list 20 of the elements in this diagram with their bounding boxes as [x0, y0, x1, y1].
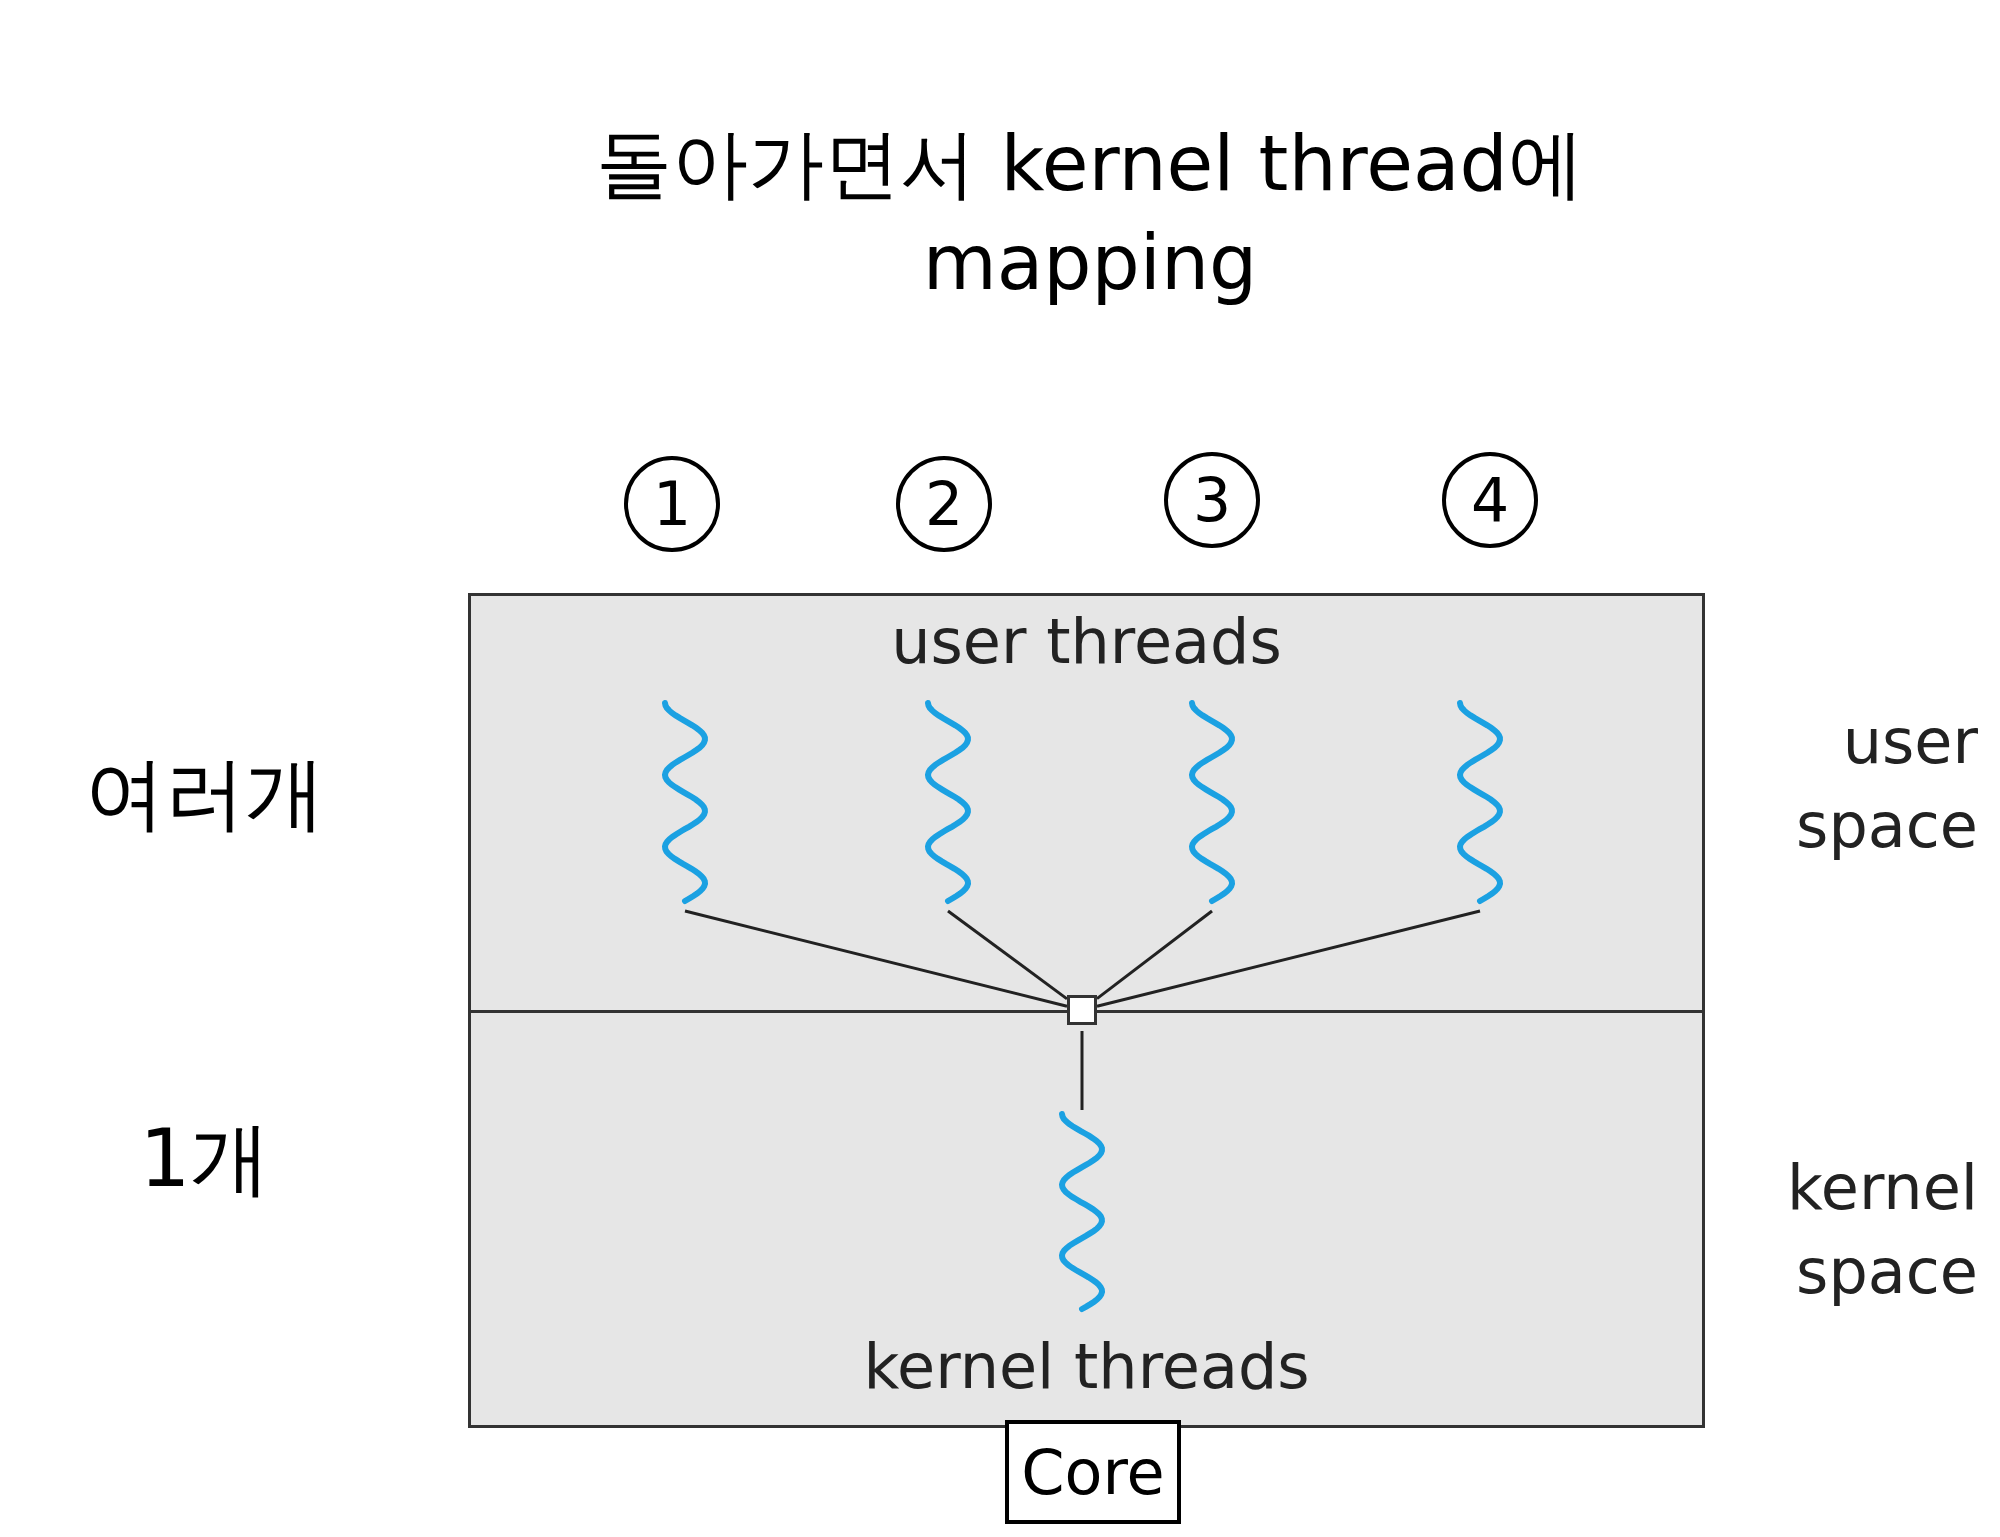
connector-line: [947, 909, 1068, 1001]
circled-number: 2: [896, 456, 992, 552]
handwritten-note: 여러개: [84, 746, 326, 842]
handwritten-title: 돌아가면서 kernel thread에 mapping: [595, 118, 1585, 309]
connector-line: [1096, 909, 1213, 1000]
core-box: Core: [1005, 1420, 1181, 1524]
circled-number: 1: [624, 456, 720, 552]
connector-line: [1080, 1031, 1084, 1110]
region-label: user space: [1795, 704, 1979, 864]
kernel-space-panel: [468, 1010, 1705, 1428]
junction-box: [1067, 995, 1097, 1025]
circled-number: 3: [1164, 452, 1260, 548]
connector-line: [684, 909, 1068, 1008]
region-label: kernel space: [1786, 1150, 1979, 1310]
panel-title: kernel threads: [863, 1333, 1310, 1402]
handwritten-note: 1개: [138, 1111, 272, 1207]
panel-title: user threads: [891, 608, 1282, 677]
user-space-panel: [468, 593, 1705, 1013]
circled-number: 4: [1442, 452, 1538, 548]
connector-line: [1096, 909, 1481, 1008]
